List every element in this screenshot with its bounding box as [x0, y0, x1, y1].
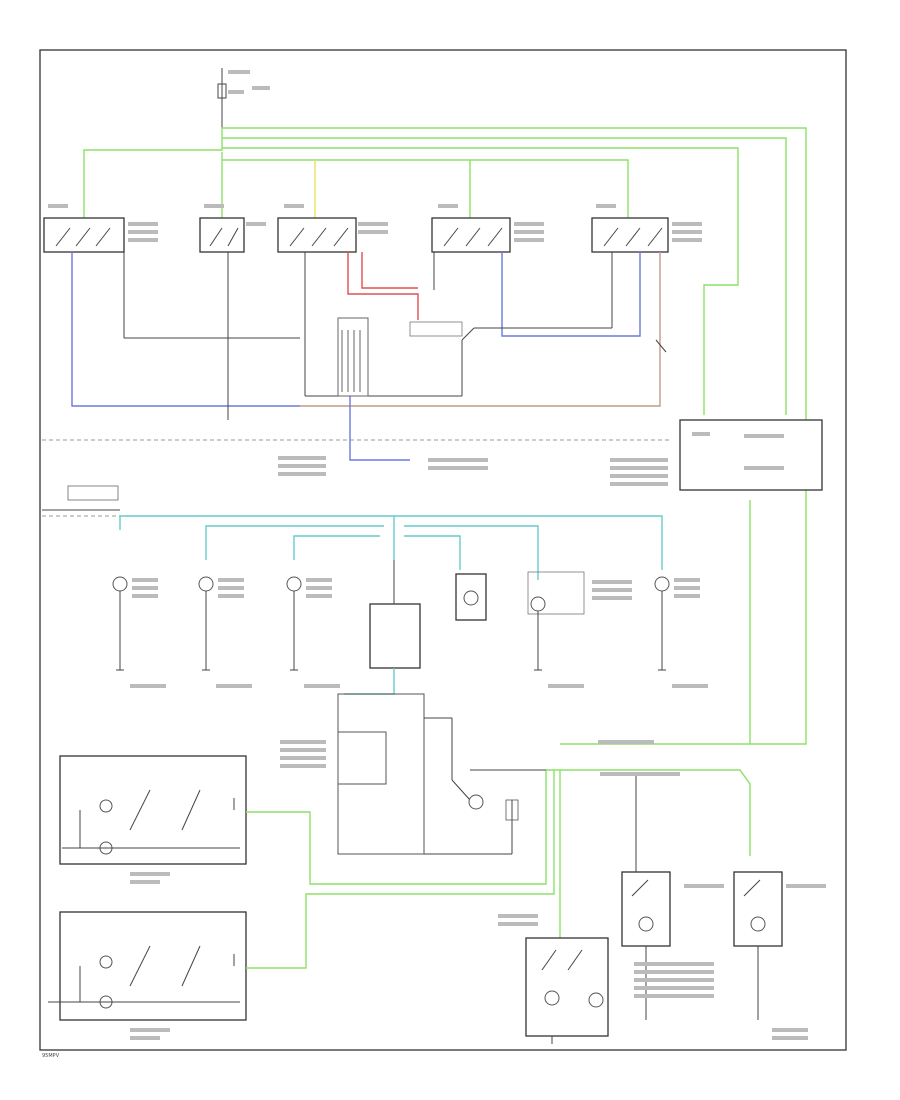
- wire-blue-left: [71, 252, 300, 407]
- wire-blue-right: [501, 252, 641, 337]
- wire-cyan-right: [394, 515, 663, 570]
- wire-cyan-mid2: [293, 535, 380, 560]
- upper-return-wires: [71, 252, 661, 461]
- wire-green-right-bus2: [560, 769, 751, 856]
- fuse-feed: [217, 68, 227, 130]
- upper-gray-circuits: [123, 252, 667, 420]
- wire-red-1: [347, 252, 419, 320]
- lamp-feed-bus: [119, 515, 663, 580]
- door-switch-lf: [43, 217, 125, 253]
- lamp-5: [654, 576, 670, 671]
- door-switch-liftgate: [591, 217, 669, 253]
- door-switch-lr: [277, 217, 357, 253]
- green-supply-bus: [83, 127, 807, 500]
- control-module: [679, 419, 823, 491]
- door-switch-center: [199, 217, 245, 253]
- wire-cyan-lower: [344, 668, 395, 695]
- wire-green-panel-upper: [246, 770, 547, 885]
- door-switch-rr: [431, 217, 511, 253]
- bus-green-drop-2: [222, 159, 629, 218]
- bus-green-top-2: [222, 137, 787, 415]
- lamp-row: [112, 560, 670, 671]
- bottom-center-switch: [525, 937, 609, 1044]
- wire-cyan-mid: [205, 525, 384, 560]
- lamp-box-right: [733, 871, 783, 947]
- top-switch-row: [43, 217, 669, 253]
- bottom-right-lamps: [621, 772, 783, 1020]
- left-switch-panel-upper: [59, 755, 247, 865]
- wire-cyan-right3: [404, 535, 461, 570]
- figure-ref: 95MPV: [42, 1053, 60, 1059]
- lamp-3: [286, 576, 302, 671]
- wire-tan-return: [300, 252, 661, 407]
- wire-green-panel-lower: [246, 770, 555, 969]
- left-switch-panel-lower: [48, 911, 247, 1021]
- lamp-1: [112, 576, 128, 671]
- lamp-4: [530, 596, 546, 671]
- wire-cyan-left: [119, 515, 395, 560]
- lamp-2: [198, 576, 214, 671]
- wire-green-to-switch: [546, 769, 561, 938]
- lower-green-wires: [246, 500, 807, 969]
- wire-red-2: [361, 252, 418, 289]
- placeholder-labels: [48, 70, 826, 1040]
- diagram-border: [39, 49, 847, 1051]
- wire-blue-connector: [349, 396, 410, 461]
- left-feed-switch: [42, 485, 120, 511]
- lower-center-module: [337, 693, 546, 855]
- wire-cyan-right2: [404, 525, 539, 580]
- bus-green-top-3: [222, 147, 739, 415]
- courtesy-lamp-module: [369, 603, 421, 669]
- upper-connector-block: [337, 317, 463, 397]
- bus-green-top-1: [83, 127, 807, 500]
- lamp-box-left: [621, 871, 671, 947]
- wire-green-right-bus: [560, 500, 807, 745]
